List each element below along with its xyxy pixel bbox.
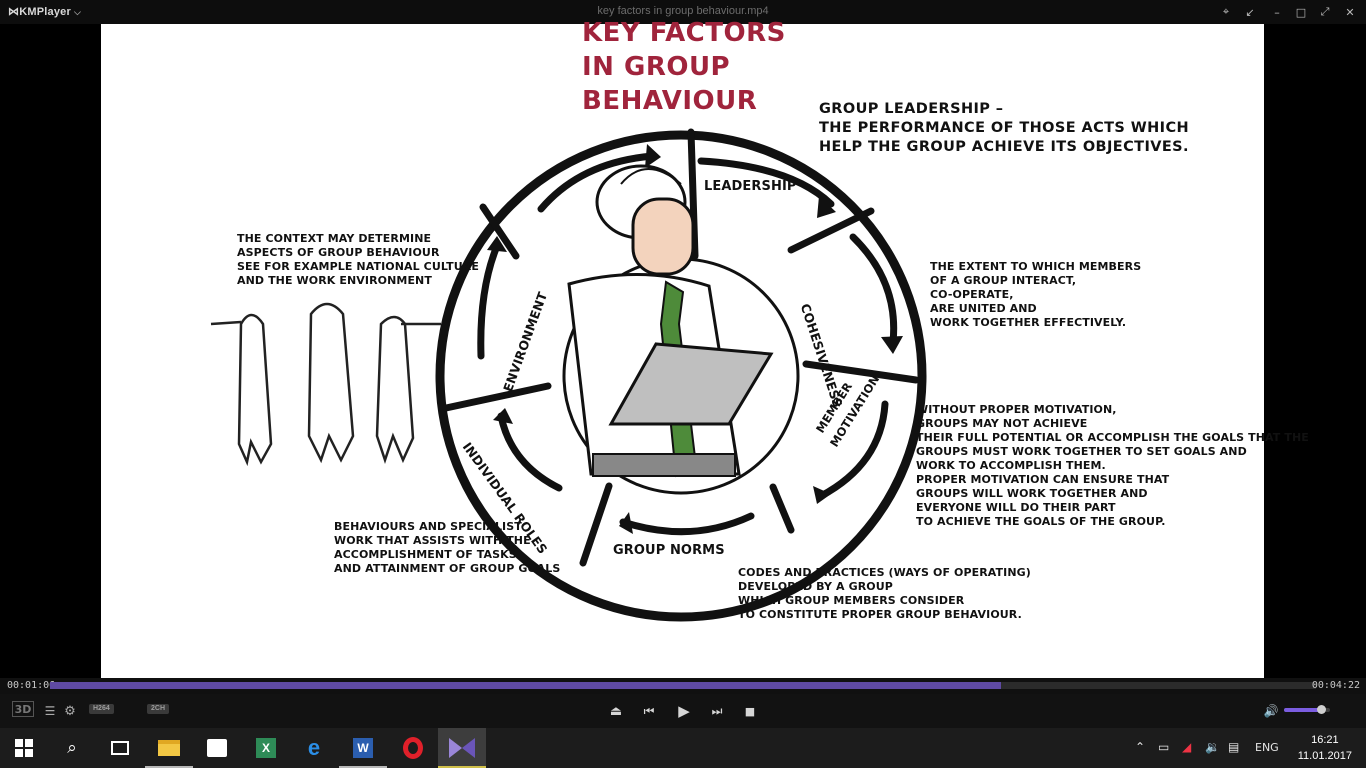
clock-date: 11.01.2017 [1297,750,1352,762]
speaker-icon[interactable]: 🔉 [1205,740,1220,754]
eject-icon[interactable]: ⏏ [609,703,623,719]
next-icon[interactable]: ⏭ [711,703,723,718]
task-view-icon [111,741,129,755]
running-indicator [438,766,486,768]
title-line-3: BEHAVIOUR [582,86,758,116]
seek-bar[interactable] [50,682,1316,689]
taskbar-edge[interactable]: e [290,728,338,768]
leadership-description: GROUP LEADERSHIP – THE PERFORMANCE OF TH… [819,101,1190,155]
battery-icon[interactable]: ▭ [1158,740,1170,754]
outer-ring [435,130,927,622]
label-leadership: LEADERSHIP [704,179,797,194]
3d-button[interactable]: 3D [12,701,34,717]
taskbar-word[interactable]: W [339,728,387,768]
volume-knob[interactable] [1316,705,1326,714]
volume-icon[interactable]: 🔊 [1263,704,1279,718]
diagram-drawing [210,128,927,622]
windows-logo-icon [15,739,33,757]
video-area[interactable]: KEY FACTORS IN GROUP BEHAVIOUR LEADERSHI… [0,18,1366,678]
fullscreen-button[interactable]: ⤢ [1320,5,1330,18]
elapsed-time: 00:01:06 [7,680,56,691]
video-main-title: KEY FACTORS IN GROUP BEHAVIOUR [582,16,786,118]
codec-badge[interactable]: H264 [89,704,114,714]
kmplayer-logo-icon: ⋈ [8,6,20,18]
title-line-2: IN GROUP [582,52,731,82]
minimize-button[interactable]: – [1274,5,1280,19]
taskbar-excel[interactable]: X [242,728,290,768]
opera-icon [403,737,423,759]
edge-icon: e [307,735,321,760]
norms-description: CODES AND PRACTICES (WAYS OF OPERATING) … [738,566,1031,621]
settings-gear-icon[interactable]: ⚙ [64,703,76,719]
running-indicator [339,766,387,768]
motivation-description: WITHOUT PROPER MOTIVATION, GROUPS MAY NO… [916,403,1309,528]
taskbar-file-explorer[interactable] [145,728,193,768]
volume-slider[interactable] [1284,705,1330,714]
control-bar: 3D ☰ ⚙ H264 2CH ⏏ ⏮ ▶ ⏭ ■ 🔊 [0,694,1366,728]
play-icon[interactable]: ▶ [678,702,690,720]
cycle-arrows [477,152,898,536]
app-menu-button[interactable]: ⋈KMPlayer⌵ [8,5,81,18]
start-button[interactable] [0,728,48,768]
pin-icon[interactable]: ⌖ [1222,5,1230,18]
title-bar: ⋈KMPlayer⌵ key factors in group behaviou… [0,0,1366,24]
kmplayer-icon [449,738,475,758]
network-icon[interactable]: ◢ [1182,740,1192,754]
volume-level [1284,708,1321,712]
taskbar-opera[interactable] [389,728,437,768]
taskbar: ⌕ X e W ⌃ ▭ ◢ 🔉 ▤ ENG 16:21 11.01.2017 [0,728,1366,768]
arrow-heads [487,144,903,534]
label-group-norms: GROUP NORMS [613,543,725,558]
folder-icon [158,740,180,756]
seek-row: 00:01:06 00:04:22 [0,678,1366,694]
app-name: KMPlayer [19,6,71,18]
taskbar-kmplayer[interactable] [438,728,486,768]
cohesiveness-description: THE EXTENT TO WHICH MEMBERS OF A GROUP I… [930,260,1142,329]
seek-progress [50,682,1001,689]
title-line-1: KEY FACTORS [582,18,786,48]
maximize-button[interactable]: □ [1295,5,1307,19]
store-bag-icon [207,739,227,757]
search-icon: ⌕ [67,738,77,758]
people-sketch [210,302,441,467]
chevron-down-icon: ⌵ [73,7,81,17]
audio-channels-badge[interactable]: 2CH [147,704,170,714]
show-hidden-icons[interactable]: ⌃ [1135,740,1146,754]
man-illustration [567,164,774,478]
environment-description: THE CONTEXT MAY DETERMINE ASPECTS OF GRO… [237,232,479,287]
stop-icon[interactable]: ■ [744,704,756,718]
clock-time: 16:21 [1311,734,1339,746]
video-frame: KEY FACTORS IN GROUP BEHAVIOUR LEADERSHI… [101,18,1309,678]
total-time: 00:04:22 [1311,680,1360,691]
notifications-icon[interactable]: ▤ [1228,740,1240,754]
roles-description: BEHAVIOURS AND SPECIALIST WORK THAT ASSI… [334,520,561,575]
previous-icon[interactable]: ⏮ [643,703,655,718]
playlist-icon[interactable]: ☰ [44,704,56,718]
taskbar-store[interactable] [193,728,241,768]
excel-icon: X [256,738,276,758]
word-icon: W [353,738,373,758]
input-language[interactable]: ENG [1255,741,1279,754]
running-indicator [145,766,193,768]
search-button[interactable]: ⌕ [48,728,96,768]
close-button[interactable]: ✕ [1345,5,1355,19]
clock[interactable]: 16:21 11.01.2017 [1298,732,1352,764]
task-view-button[interactable] [96,728,144,768]
mini-mode-icon[interactable]: ↙ [1245,5,1255,19]
window-title: key factors in group behaviour.mp4 [597,5,769,17]
